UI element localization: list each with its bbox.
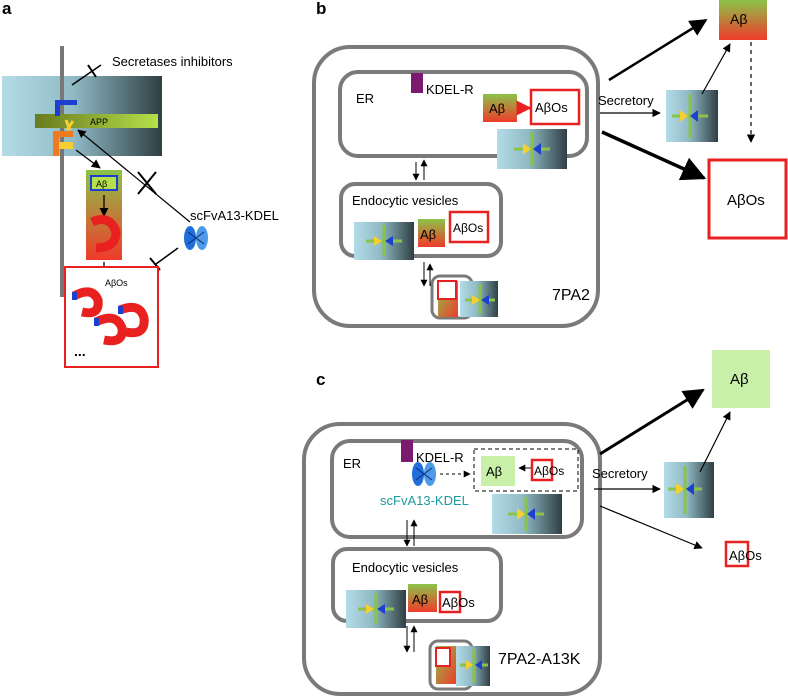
panel-b-label: b (316, 0, 326, 18)
er-compartment-b (338, 70, 589, 158)
cell-line-label-b: 7PA2 (552, 287, 590, 304)
abeta-box-a (90, 175, 118, 191)
svg-text:AβOs: AβOs (453, 221, 483, 235)
panel-a-label: a (2, 0, 12, 18)
abos-label-b: AβOs (535, 100, 568, 115)
out-abos-box-b (707, 158, 788, 240)
dashed-box-c (473, 448, 579, 492)
out-abeta-box-b (719, 0, 767, 40)
scfv-icon-c (412, 462, 424, 486)
svg-text:AβOs: AβOs (727, 192, 765, 209)
app-label: APP (90, 117, 108, 127)
endocytic-label-c: Endocytic vesicles (352, 560, 459, 575)
ellipsis-a: ... (74, 343, 86, 359)
kdelr-label-c: KDEL-R (416, 450, 464, 465)
abos-box-b (529, 88, 581, 126)
svg-text:Aβ: Aβ (730, 371, 749, 388)
cell-outline-c (302, 422, 602, 696)
scfv-label-a: scFvA13-KDEL (190, 208, 279, 223)
secretory-label-b: Secretory (598, 93, 654, 108)
fragment-yellow (53, 142, 73, 149)
svg-text:AβOs: AβOs (534, 464, 564, 478)
abeta-label-a: Aβ (96, 179, 107, 189)
abos-label-a: AβOs (105, 278, 128, 288)
abos-box-c-endo (438, 590, 462, 614)
cell-line-label-c: 7PA2-A13K (498, 651, 581, 668)
er-label-c: ER (343, 456, 361, 471)
app-bar (35, 114, 158, 128)
svg-text:Aβ: Aβ (730, 11, 747, 27)
endocytic-compartment-b (339, 182, 503, 258)
out-abos-box-c (724, 540, 750, 568)
er-compartment-c (330, 439, 584, 539)
block-cross (137, 171, 157, 195)
abeta-oligomer-a (90, 215, 121, 253)
kdelr-icon-c (401, 440, 413, 462)
abos-box-b-endo (448, 210, 490, 244)
scfv-label-c: scFvA13-KDEL (380, 493, 469, 508)
abeta-box-c-endo (408, 584, 437, 612)
panel-c: c ER KDEL-R scFvA13-KDEL Aβ AβOs Endocyt… (302, 350, 770, 696)
inhibitor-blunt-arrow (71, 64, 102, 86)
panel-c-label: c (316, 370, 325, 389)
abeta-box-c (481, 456, 515, 486)
scfv-icon-a (184, 226, 196, 250)
endocytic-compartment-c (331, 547, 503, 623)
scfv-blunt-arrow (155, 247, 179, 265)
endocytic-label-b: Endocytic vesicles (352, 193, 459, 208)
kdelr-icon-b (411, 73, 423, 93)
cell-outline-b (312, 45, 600, 328)
fragment-orange (53, 131, 73, 137)
oligomer-2 (93, 313, 127, 346)
oligomer-3 (118, 302, 149, 338)
svg-text:Aβ: Aβ (412, 592, 428, 607)
svg-text:Aβ: Aβ (420, 227, 436, 242)
svg-text:Aβ: Aβ (486, 464, 502, 479)
out-abeta-box-c (712, 350, 770, 408)
svg-text:AβOs: AβOs (442, 595, 475, 610)
abeta-box-b-endo (418, 219, 445, 247)
er-label-b: ER (356, 91, 374, 106)
kdelr-label-b: KDEL-R (426, 82, 474, 97)
abeta-label-b: Aβ (489, 101, 505, 116)
panel-b: b ER KDEL-R Aβ AβOs Endocytic vesicles A… (312, 0, 788, 328)
app-blue-segment (55, 100, 77, 105)
fragment-arrows (64, 119, 75, 131)
panel-a: a Secretases inhibitors APP Aβ s (2, 0, 279, 368)
abeta-box-b (483, 94, 517, 122)
secretory-label-c: Secretory (592, 466, 648, 481)
inhibitor-label: Secretases inhibitors (112, 54, 233, 69)
oligomer-1 (71, 287, 103, 318)
abos-box-c (530, 458, 554, 482)
svg-text:AβOs: AβOs (729, 548, 762, 563)
